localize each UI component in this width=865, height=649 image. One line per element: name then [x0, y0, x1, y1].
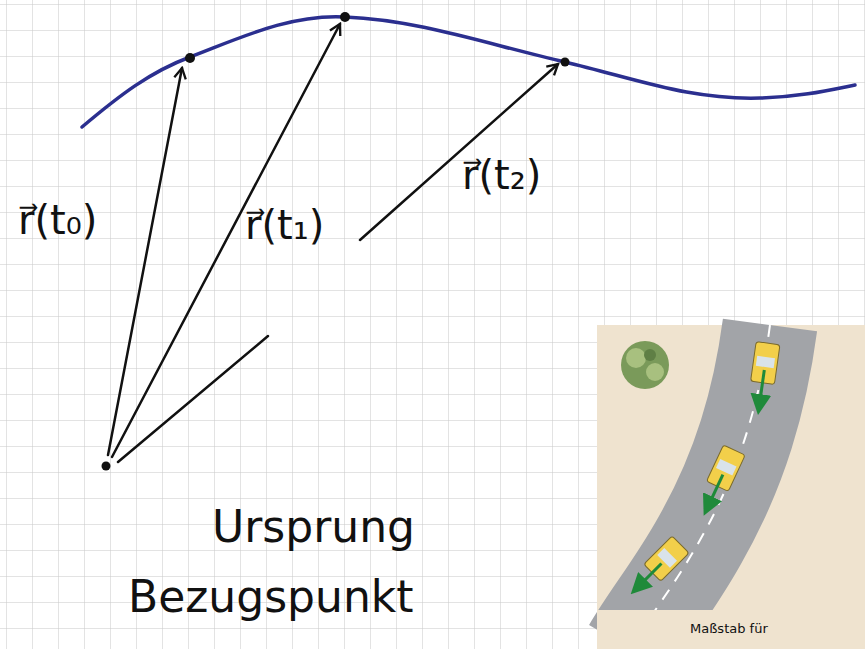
origin-point: [102, 462, 111, 471]
inset-ground: [597, 610, 865, 649]
points: [102, 12, 570, 471]
point: [340, 12, 350, 22]
car: [630, 536, 689, 595]
position-vectors: [108, 24, 558, 462]
point: [185, 53, 195, 63]
caption-fragment: Maßstab für: [690, 622, 768, 635]
car: [748, 342, 780, 407]
vector-label: r⃗(t₀): [18, 200, 97, 240]
vector-line: [118, 336, 268, 462]
point: [561, 58, 570, 67]
road: [630, 325, 770, 649]
vector-arrow: [112, 24, 340, 457]
vector-label: r⃗(t₁): [245, 205, 324, 245]
textbook-inset: [597, 325, 865, 649]
tree: [621, 341, 669, 389]
inset-ground: [597, 325, 865, 649]
vector-arrow: [360, 64, 558, 240]
car: [697, 445, 745, 511]
origin-label: Bezugspunkt: [128, 575, 414, 619]
lane-marking: [630, 325, 770, 649]
trajectory-curve: [82, 17, 855, 127]
origin-label: Ursprung: [212, 505, 415, 549]
vector-label: r⃗(t₂): [462, 155, 541, 195]
